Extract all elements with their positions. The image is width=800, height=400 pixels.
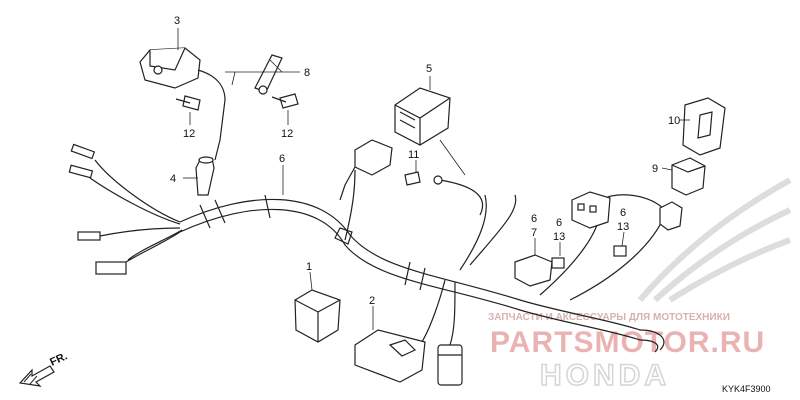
callout-6-right-small: 6 <box>620 207 626 219</box>
callout-6-main: 6 <box>279 153 285 165</box>
ground-bolt <box>404 171 443 186</box>
watermark-brand: PARTSMOTOR.RU <box>490 326 765 359</box>
small-connector-left <box>551 257 565 269</box>
front-label: FR. <box>48 350 69 368</box>
callout-12-right: 12 <box>281 128 293 140</box>
callout-12-left: 12 <box>183 128 195 140</box>
callout-13-left: 13 <box>553 231 565 243</box>
callout-1: 1 <box>306 261 312 273</box>
callout-6-cover: 6 <box>531 213 537 225</box>
small-connector-right <box>613 245 627 257</box>
callout-2: 2 <box>369 295 375 307</box>
callout-7: 7 <box>531 227 537 239</box>
relay <box>294 289 341 343</box>
watermark-tagline: ЗАПЧАСТИ И АКСЕССУАРЫ ДЛЯ МОТОТЕХНИКИ <box>488 312 730 323</box>
watermark-logo-text: HONDA <box>540 359 670 392</box>
bolt-right <box>271 93 299 109</box>
callout-9: 10 <box>668 115 680 127</box>
callout-3: 3 <box>174 15 180 27</box>
diagram-code: KYK4F3900 <box>722 384 771 394</box>
callout-6-left-small: 6 <box>556 217 562 229</box>
harness-connector-upper <box>339 139 393 201</box>
ignition-coil <box>139 47 226 161</box>
regulator-rectifier <box>394 87 451 146</box>
callout-8: 9 <box>652 163 658 175</box>
callout-5: 5 <box>426 63 432 75</box>
honda-wing-logo <box>637 177 792 303</box>
multi-pin-connector <box>571 191 611 229</box>
main-harness <box>68 143 666 353</box>
callout-4: 4 <box>170 173 176 185</box>
cdi-unit <box>354 329 426 383</box>
fuse-box-cover <box>682 97 726 156</box>
callout-10: 8 <box>304 67 310 79</box>
bolt-left <box>175 95 201 111</box>
connector-cover <box>514 254 553 287</box>
leader-lines <box>177 28 690 330</box>
watermark: ЗАПЧАСТИ И АКСЕССУАРЫ ДЛЯ МОТОТЕХНИКИ PA… <box>488 177 792 393</box>
fuse-holder <box>437 344 463 386</box>
harness-connector-right <box>659 201 683 231</box>
front-direction-indicator: FR. <box>18 350 69 387</box>
callout-11: 11 <box>408 149 419 161</box>
fuse-box <box>671 157 706 196</box>
harness-band <box>254 54 283 95</box>
callouts: 3 8 12 12 4 6 5 11 1 2 6 7 6 13 6 13 10 … <box>170 15 680 307</box>
callout-13-right: 13 <box>617 221 629 233</box>
spark-plug-cap <box>195 156 215 196</box>
